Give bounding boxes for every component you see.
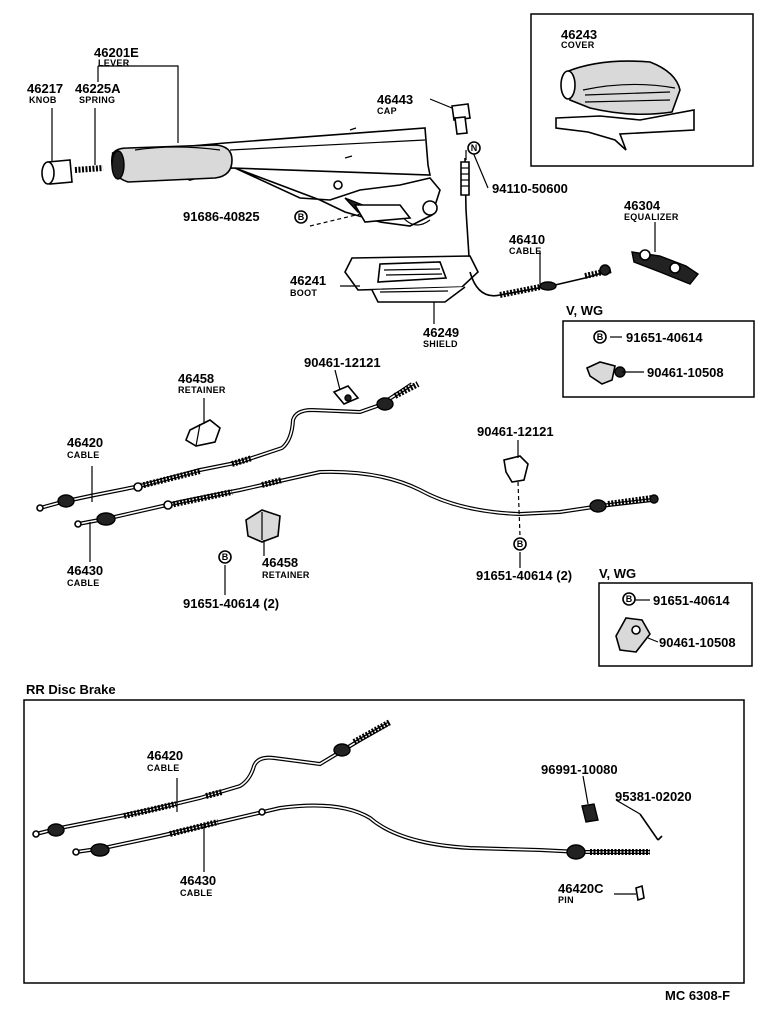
rr-cable-46420-part — [32, 719, 392, 838]
vwg2-clamp-pn: 90461-10508 — [659, 635, 736, 650]
b-symbol-1: B — [298, 212, 305, 222]
footer-code: MC 6308-F — [665, 988, 730, 1003]
label-boot-nm: BOOT — [290, 288, 317, 298]
symbol-markers: N B B B B B — [218, 141, 636, 606]
label-knob-nm: KNOB — [29, 95, 57, 105]
label-cover-pn: 46243 — [561, 27, 597, 42]
b-symbol-3: B — [517, 539, 524, 549]
label-rr-pin-nm: PIN — [558, 895, 574, 905]
rr-disc-brake-box — [23, 699, 745, 984]
label-rr-cable46420-nm: CABLE — [147, 763, 180, 773]
label-clip-pn: 94110-50600 — [492, 181, 568, 196]
b-symbol-2: B — [222, 552, 229, 562]
label-clamp2-pn: 90461-12121 — [477, 424, 554, 439]
label-rr-pin95381-pn: 95381-02020 — [615, 789, 692, 804]
label-cable46430-nm: CABLE — [67, 578, 100, 588]
label-lever-nm: LEVER — [98, 58, 130, 68]
label-rr-pin-pn: 46420C — [558, 881, 604, 896]
label-rr-spring-pn: 96991-10080 — [541, 762, 618, 777]
label-rr-cable46430-pn: 46430 — [180, 873, 216, 888]
rr-spring-part — [581, 803, 599, 823]
vwg1-clamp-pn: 90461-10508 — [647, 365, 724, 380]
rr-section-title: RR Disc Brake — [26, 682, 116, 697]
rr-pin-46420c-part — [635, 884, 645, 902]
label-shield-nm: SHIELD — [423, 339, 458, 349]
label-boot-pn: 46241 — [290, 273, 326, 288]
rod-part — [460, 157, 471, 273]
label-cable46410-pn: 46410 — [509, 232, 545, 247]
rr-cable-46430-part — [72, 803, 650, 860]
b-symbol-vwg2: B — [626, 594, 633, 604]
label-bolt3-pn: 91651-40614 (2) — [476, 568, 572, 583]
label-spring-pn: 46225A — [75, 81, 121, 96]
label-cable46420-nm: CABLE — [67, 450, 100, 460]
vwg2-title: V, WG — [599, 566, 636, 581]
label-bolt2-pn: 91651-40614 (2) — [183, 596, 279, 611]
label-spring-nm: SPRING — [79, 95, 115, 105]
clamp-2-part — [503, 455, 529, 537]
label-clamp1-pn: 90461-12121 — [304, 355, 381, 370]
lever-assembly — [41, 127, 441, 227]
label-rr-cable46420-pn: 46420 — [147, 748, 183, 763]
boot-part — [344, 255, 479, 291]
label-bolt1-pn: 91686-40825 — [183, 209, 260, 224]
vwg1-title: V, WG — [566, 303, 603, 318]
b-symbol-vwg1: B — [597, 332, 604, 342]
leader-lines — [51, 65, 659, 895]
clamp-1-part — [332, 385, 360, 405]
shield-part — [371, 286, 466, 303]
label-cover-nm: COVER — [561, 40, 595, 50]
equalizer-part — [631, 249, 700, 285]
label-equalizer-nm: EQUALIZER — [624, 212, 679, 222]
vwg2-bolt-pn: 91651-40614 — [653, 593, 730, 608]
cover-inset-box — [530, 13, 754, 167]
label-cap-nm: CAP — [377, 106, 397, 116]
label-retainer2-pn: 46458 — [262, 555, 298, 570]
vwg-box-1 — [562, 320, 755, 398]
vwg1-bolt-pn: 91651-40614 — [626, 330, 703, 345]
n-symbol: N — [471, 143, 478, 153]
label-retainer1-nm: RETAINER — [178, 385, 226, 395]
label-shield-pn: 46249 — [423, 325, 459, 340]
label-knob-pn: 46217 — [27, 81, 63, 96]
cable-46410-part — [469, 264, 613, 298]
cable-46420-part — [36, 381, 420, 512]
label-retainer1-pn: 46458 — [178, 371, 214, 386]
retainer-2-part — [245, 509, 281, 543]
label-retainer2-nm: RETAINER — [262, 570, 310, 580]
cover-part — [555, 60, 695, 151]
rr-pin-95381-part — [639, 813, 663, 841]
cable-46430-part — [74, 469, 659, 528]
vwg-box-2 — [598, 582, 753, 667]
label-cable46420-pn: 46420 — [67, 435, 103, 450]
label-cable46410-nm: CABLE — [509, 246, 542, 256]
label-cap-pn: 46443 — [377, 92, 413, 107]
label-lever-pn: 46201E — [94, 45, 139, 60]
label-rr-cable46430-nm: CABLE — [180, 888, 213, 898]
retainer-1-part — [185, 419, 221, 447]
vwg1-clamp — [585, 361, 626, 385]
label-equalizer-pn: 46304 — [624, 198, 661, 213]
label-cable46430-pn: 46430 — [67, 563, 103, 578]
vwg2-clamp — [615, 617, 651, 653]
cap-part — [451, 103, 471, 135]
